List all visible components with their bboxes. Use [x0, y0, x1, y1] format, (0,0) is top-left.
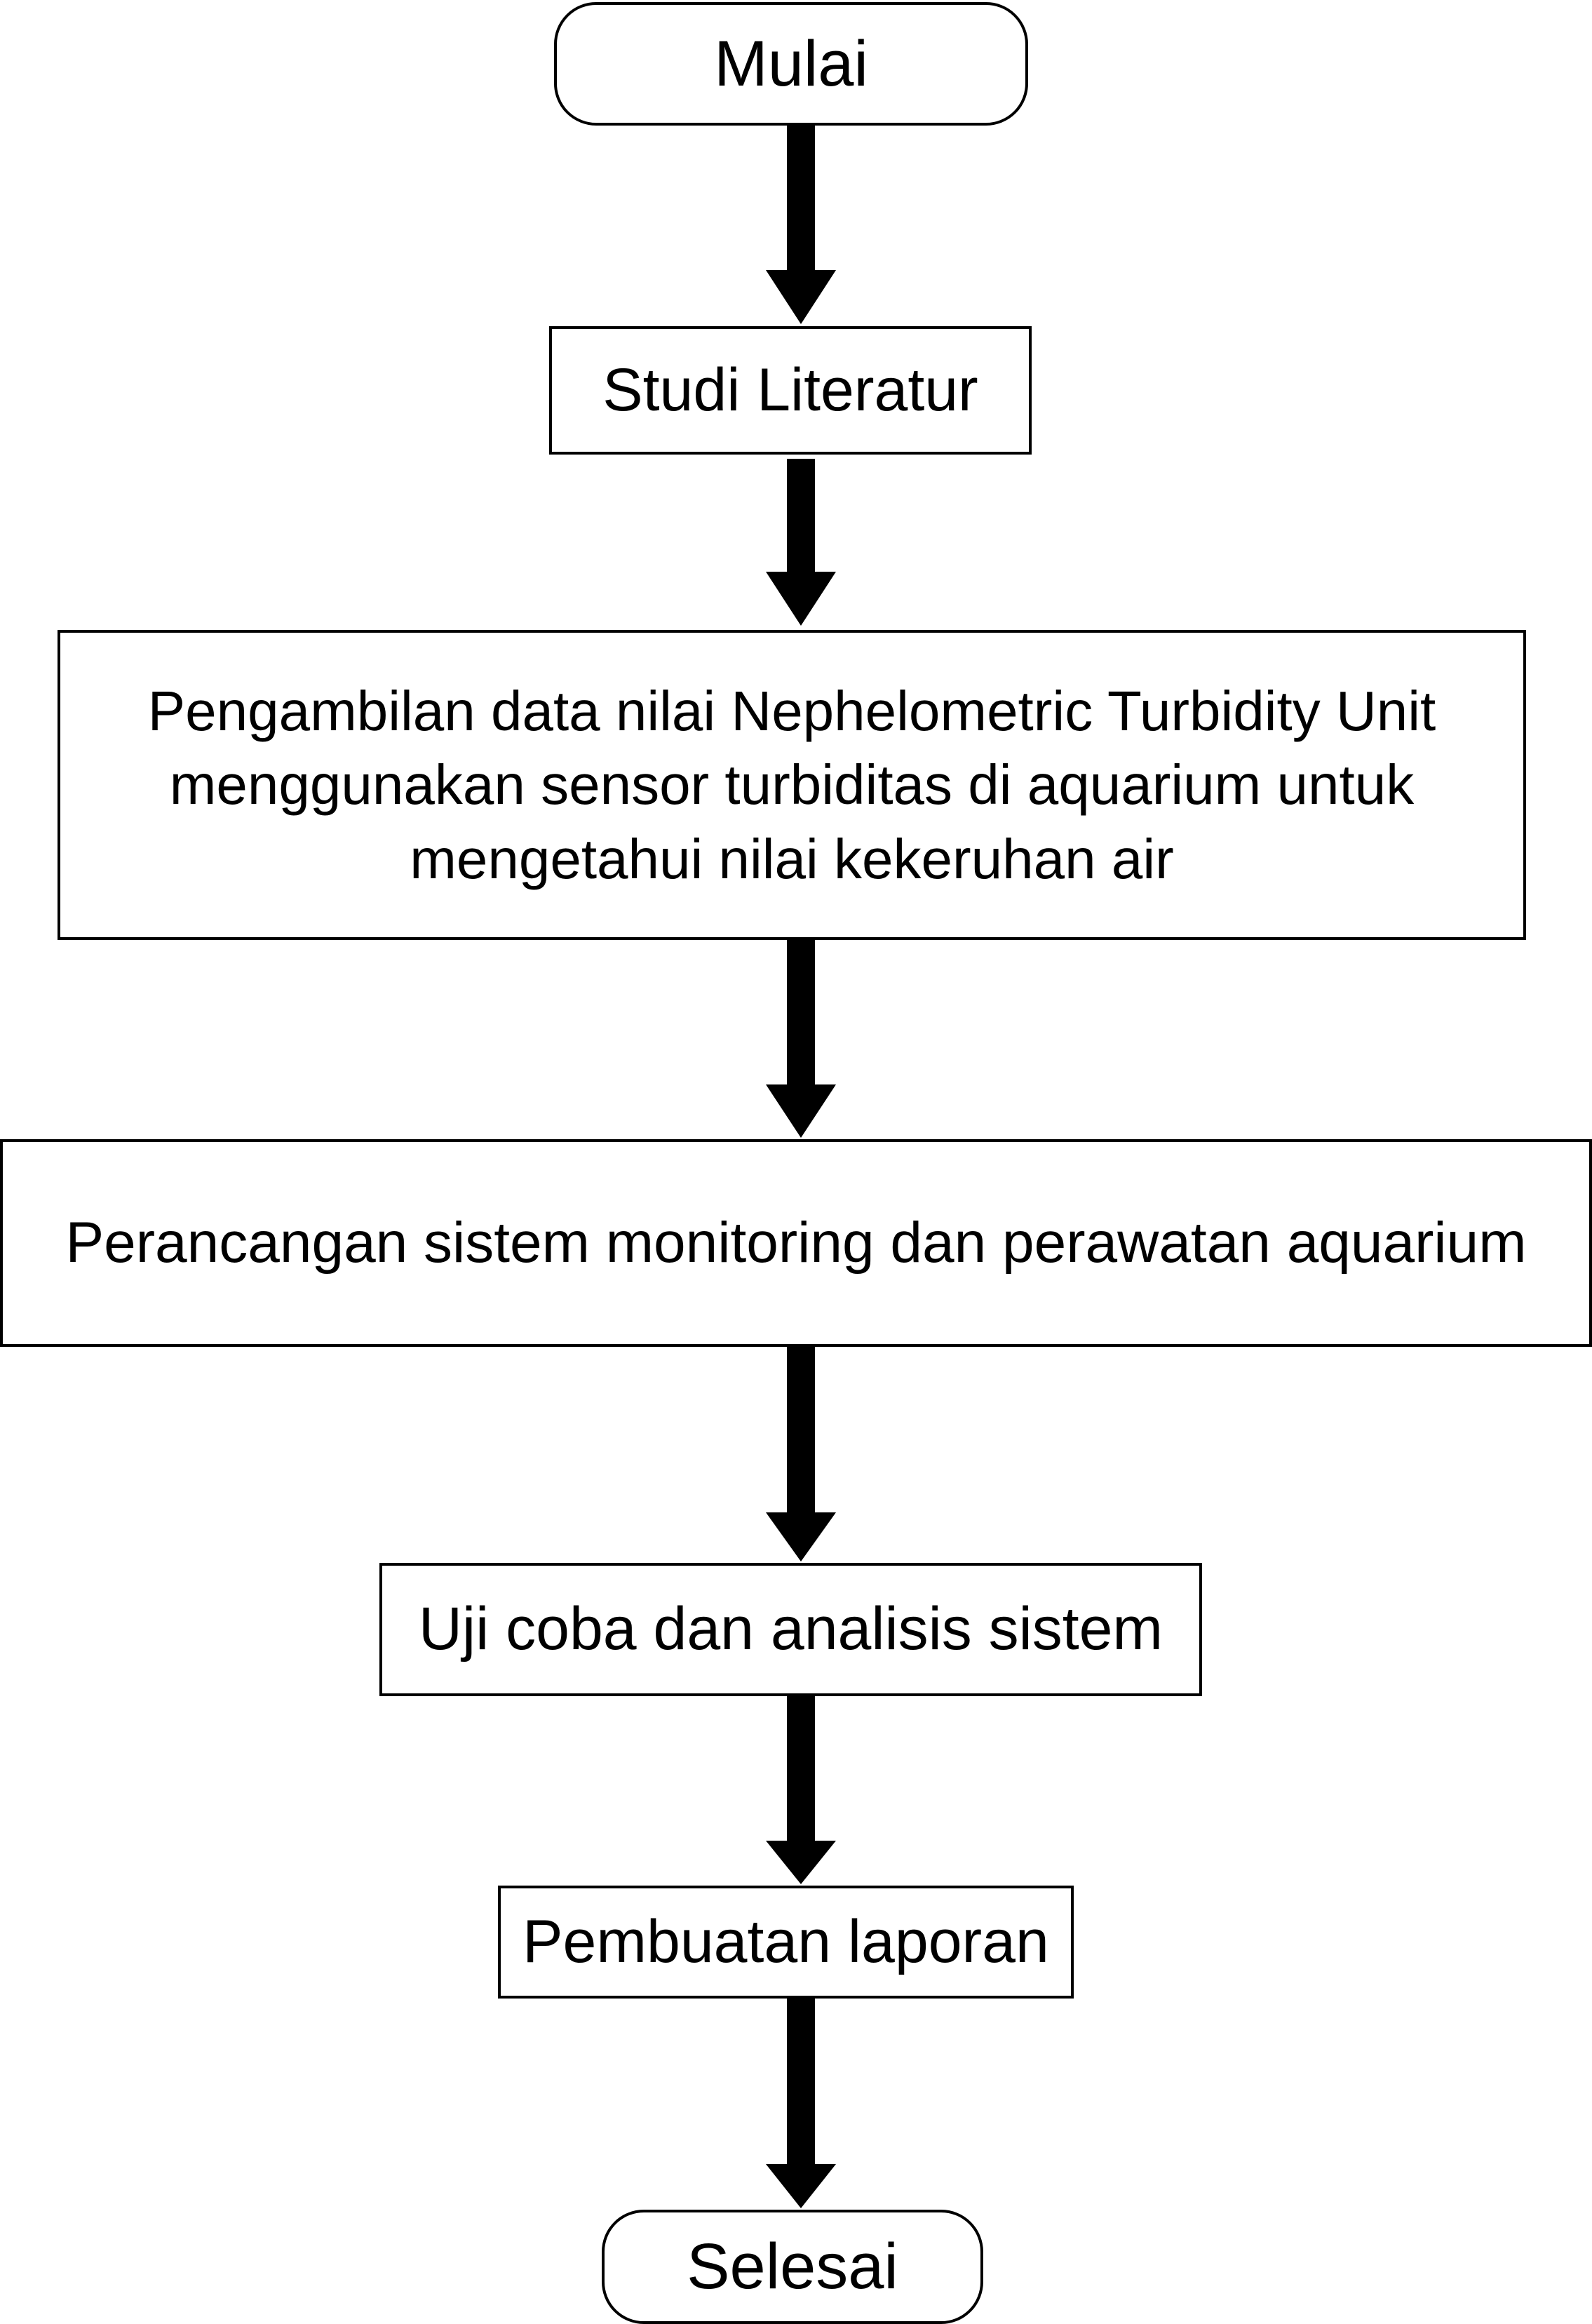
pembuatan-laporan-label: Pembuatan laporan [522, 1907, 1049, 1975]
perancangan-sistem-step: Perancangan sistem monitoring dan perawa… [0, 1139, 1592, 1347]
start-terminal: Mulai [554, 2, 1028, 126]
pengambilan-data-line-1: Pengambilan data nilai Nephelometric Tur… [147, 679, 1436, 742]
pengambilan-data-line-2: menggunakan sensor turbiditas di aquariu… [169, 753, 1415, 817]
end-label: Selesai [687, 2231, 898, 2302]
uji-coba-step: Uji coba dan analisis sistem [379, 1563, 1202, 1696]
pengambilan-data-label: Pengambilan data nilai Nephelometric Tur… [148, 674, 1436, 896]
arrow-start-to-studi [766, 126, 836, 324]
start-label: Mulai [714, 27, 868, 100]
arrow-rancang-to-uji [766, 1347, 836, 1561]
studi-literatur-label: Studi Literatur [602, 356, 978, 424]
perancangan-sistem-label: Perancangan sistem monitoring dan perawa… [65, 1210, 1527, 1275]
studi-literatur-step: Studi Literatur [549, 326, 1032, 455]
pembuatan-laporan-step: Pembuatan laporan [498, 1886, 1074, 1999]
arrow-laporan-to-selesai [766, 1999, 836, 2208]
pengambilan-data-line-3: mengetahui nilai kekeruhan air [410, 827, 1174, 890]
end-terminal: Selesai [602, 2210, 983, 2324]
pengambilan-data-step: Pengambilan data nilai Nephelometric Tur… [58, 630, 1526, 940]
arrow-studi-to-ambil [766, 459, 836, 626]
arrow-ambil-to-rancang [766, 940, 836, 1138]
arrow-uji-to-laporan [766, 1696, 836, 1884]
uji-coba-label: Uji coba dan analisis sistem [418, 1595, 1163, 1663]
